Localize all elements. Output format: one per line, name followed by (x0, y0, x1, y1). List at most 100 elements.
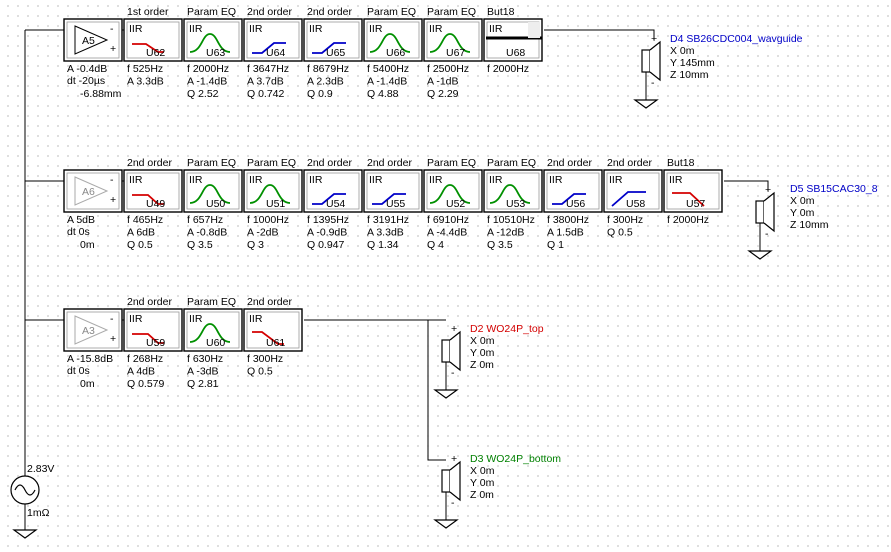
speaker-plus: + (651, 33, 657, 45)
block-id: U67 (446, 47, 465, 59)
filter-response-icon (312, 42, 346, 54)
amplifier-icon (74, 25, 109, 55)
block-id: U66 (386, 47, 405, 59)
amp-param: 0m (80, 378, 95, 390)
filter-type-label: Param EQ (427, 157, 476, 169)
block-id: U68 (506, 47, 525, 59)
ground-icon (433, 389, 459, 399)
block-param: f 3191Hz (367, 214, 409, 226)
filter-type-label: Param EQ (187, 157, 236, 169)
filter-type-label: 2nd order (307, 157, 352, 169)
iir-label: IIR (189, 23, 203, 35)
block-id: U53 (506, 198, 525, 210)
amplifier-icon (74, 176, 109, 206)
block-param: f 2000Hz (487, 63, 529, 75)
block-param: Q 0.9 (307, 88, 333, 100)
block-id: U52 (446, 198, 465, 210)
iir-label: IIR (429, 174, 443, 186)
block-param: Q 1.34 (367, 239, 399, 251)
iir-label: IIR (129, 174, 143, 186)
block-param: A 3.7dB (247, 76, 284, 88)
block-param: A 1.5dB (547, 227, 584, 239)
speaker-name: D2 WO24P_top (470, 323, 544, 335)
amp-A3[interactable]: A3 - + A -15.8dB dt 0s 0m (63, 308, 123, 390)
speaker-minus: - (765, 228, 769, 240)
filter-type-label: 2nd order (607, 157, 652, 169)
ac-source[interactable]: 2.83V 1mΩ (10, 460, 54, 539)
iir-label: IIR (369, 174, 383, 186)
block-param: Q 0.579 (127, 378, 165, 390)
block-id: U63 (206, 47, 225, 59)
filter-type-label: Param EQ (187, 6, 236, 18)
amp-minus: - (110, 313, 114, 325)
block-id: U50 (206, 198, 225, 210)
filter-response-icon (369, 33, 411, 53)
block-param: Q 2.81 (187, 378, 219, 390)
block-id: U54 (326, 198, 345, 210)
ground-icon (633, 99, 659, 109)
filter-type-label: 2nd order (547, 157, 592, 169)
block-param: A -3dB (187, 366, 219, 378)
speaker-coord: Z 10mm (790, 219, 829, 231)
block-param: A 6dB (127, 227, 155, 239)
filter-type-label: 2nd order (127, 157, 172, 169)
block-param: f 465Hz (127, 214, 163, 226)
filter-type-label: Param EQ (367, 6, 416, 18)
filter-response-icon (429, 33, 471, 53)
speaker-plus: + (451, 323, 457, 335)
block-param: f 5400Hz (367, 63, 409, 75)
amp-A5[interactable]: A5 - + A -0.4dB dt -20µs -6.88mm (63, 18, 123, 100)
block-param: Q 0.742 (247, 88, 285, 100)
speaker-name: D4 SB26CDC004_wavguide (670, 33, 803, 45)
speaker-D5[interactable]: +-D5 SB15CAC30_8X 0mY 0mZ 10mm (747, 183, 878, 260)
amp-plus: + (110, 43, 116, 55)
block-id: U61 (266, 337, 285, 349)
filter-type-label: 2nd order (127, 296, 172, 308)
speaker-coord: Z 10mm (670, 69, 709, 81)
block-param: f 300Hz (247, 353, 283, 365)
block-param: Q 0.947 (307, 239, 345, 251)
amp-plus: + (110, 333, 116, 345)
speaker-plus: + (451, 453, 457, 465)
filter-response-icon (132, 194, 164, 205)
amp-name: A3 (82, 325, 95, 337)
filter-response-icon (372, 193, 406, 205)
block-id: U59 (146, 337, 165, 349)
iir-label: IIR (129, 313, 143, 325)
block-param: f 3647Hz (247, 63, 289, 75)
speaker-coord: Y 0m (470, 347, 495, 359)
speaker-minus: - (651, 77, 655, 89)
block-param: A -12dB (487, 227, 524, 239)
iir-label: IIR (609, 174, 623, 186)
block-param: A -1.4dB (367, 76, 407, 88)
block-param: f 657Hz (187, 214, 223, 226)
amp-A6[interactable]: A6 - + A 5dB dt 0s 0m (63, 169, 123, 251)
block-param: f 525Hz (127, 63, 163, 75)
iir-label: IIR (549, 174, 563, 186)
filter-response-icon (189, 184, 231, 204)
